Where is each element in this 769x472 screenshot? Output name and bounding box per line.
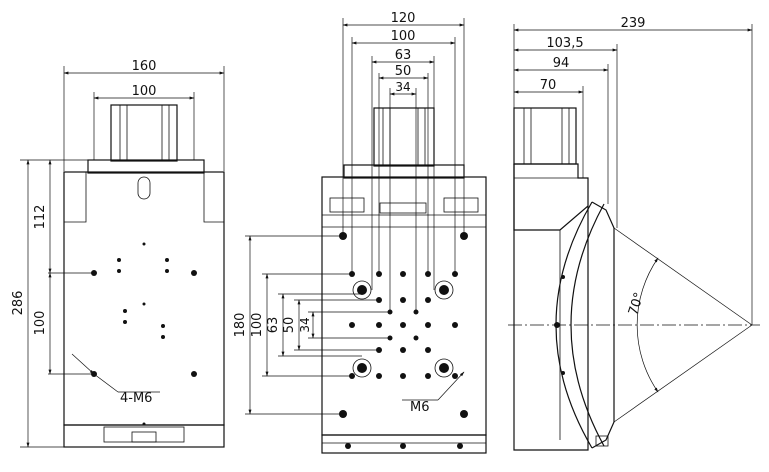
dim-table-height-63: 63 <box>266 317 281 334</box>
front-shoulder <box>87 159 205 174</box>
table-holes <box>339 232 468 449</box>
dim-side-length-70: 70 <box>540 78 557 93</box>
dim-front-height-112: 112 <box>33 205 48 230</box>
dim-table-width-100: 100 <box>391 29 416 44</box>
dim-table-width-120: 120 <box>391 11 416 26</box>
dim-table-height-34: 34 <box>298 317 312 332</box>
front-slot <box>137 176 151 200</box>
front-holes <box>91 242 197 426</box>
dim-front-width-100: 100 <box>132 84 157 99</box>
front-view: 160 100 286 112 100 4-M6 <box>11 59 225 448</box>
dim-side-length-239: 239 <box>621 16 646 31</box>
note-front-4-m6: 4-M6 <box>120 391 152 406</box>
table-body <box>321 176 487 436</box>
dim-table-width-63: 63 <box>395 48 412 63</box>
dim-table-width-34: 34 <box>395 80 410 94</box>
front-motor-block <box>110 104 178 162</box>
front-body <box>63 171 225 426</box>
dim-side-angle-70: 70° <box>626 291 647 318</box>
dim-table-height-100: 100 <box>250 313 265 338</box>
dim-table-width-50: 50 <box>395 64 412 79</box>
side-motor-block <box>513 107 577 165</box>
dim-side-length-103-5: 103,5 <box>546 36 583 51</box>
dim-table-height-50: 50 <box>282 317 297 334</box>
dim-front-width-160: 160 <box>132 59 157 74</box>
table-view: 120 100 63 50 34 180 100 63 50 <box>233 11 487 454</box>
dim-table-height-180: 180 <box>233 313 248 338</box>
side-view: 70° 239 103,5 94 70 <box>508 16 760 451</box>
side-body <box>513 164 589 451</box>
front-base <box>63 424 225 448</box>
dim-front-height-286: 286 <box>11 291 26 316</box>
dim-front-height-100: 100 <box>33 311 48 336</box>
dim-side-length-94: 94 <box>553 56 570 71</box>
note-table-m6: M6 <box>410 400 430 415</box>
